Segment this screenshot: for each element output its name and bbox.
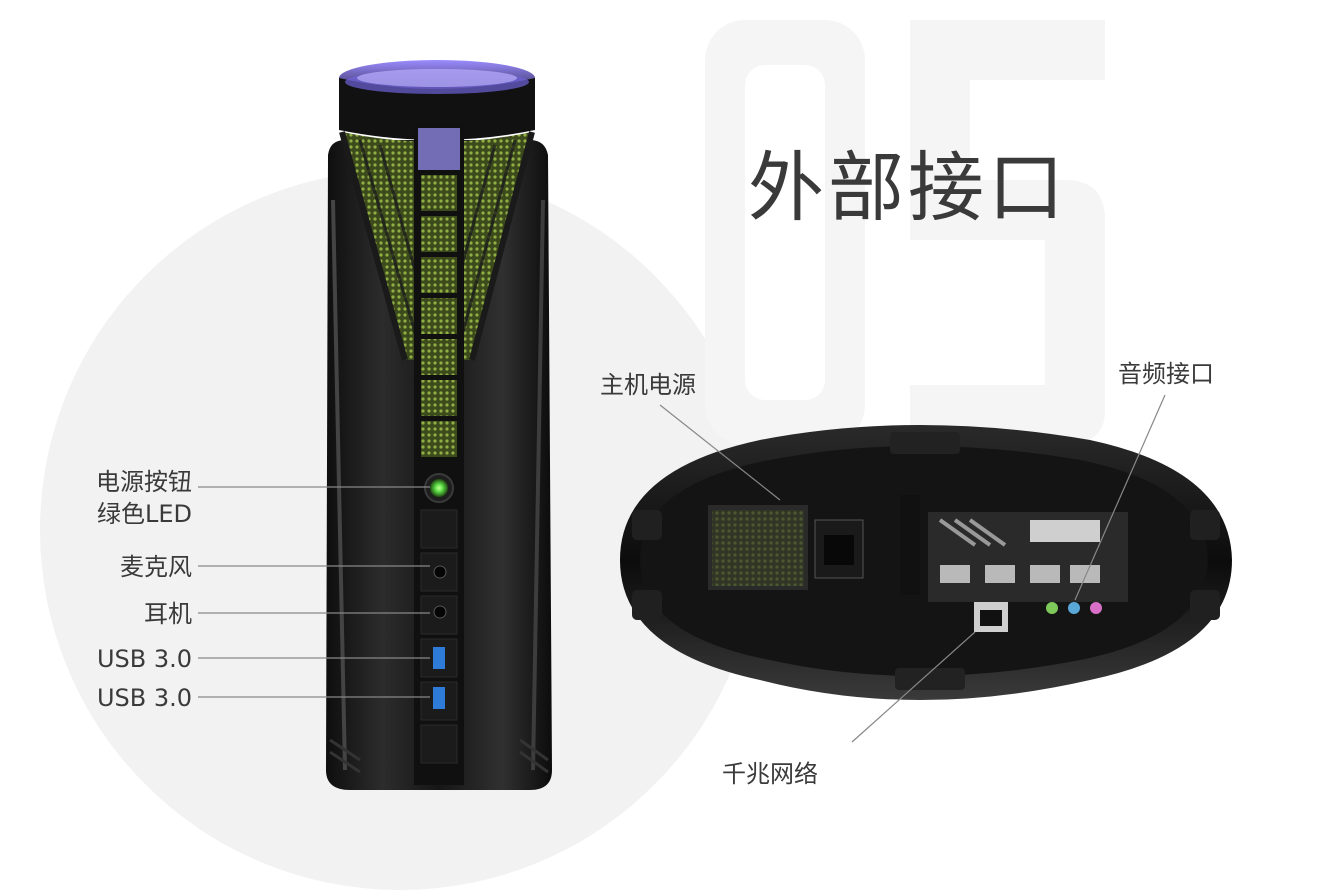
product-illustration bbox=[198, 60, 1232, 790]
usb-port-label-1: USB 3.0 bbox=[96, 645, 192, 673]
tower-pc-rear bbox=[620, 425, 1232, 700]
tower-pc-front bbox=[326, 60, 552, 790]
microphone-label: 麦克风 bbox=[120, 553, 192, 581]
headphone-label: 耳机 bbox=[144, 600, 192, 628]
audio-port-label: 音频接口 bbox=[1118, 360, 1214, 388]
page-title: 外部接口 bbox=[748, 143, 1068, 232]
background-section-numeral bbox=[705, 20, 1105, 445]
usb-port-label-2: USB 3.0 bbox=[96, 684, 192, 712]
power-button-label: 电源按钮 bbox=[96, 468, 192, 496]
green-led-label: 绿色LED bbox=[96, 500, 192, 528]
callout-lines bbox=[198, 394, 1166, 743]
gigabit-lan-label: 千兆网络 bbox=[722, 760, 818, 788]
psu-label: 主机电源 bbox=[600, 371, 696, 399]
